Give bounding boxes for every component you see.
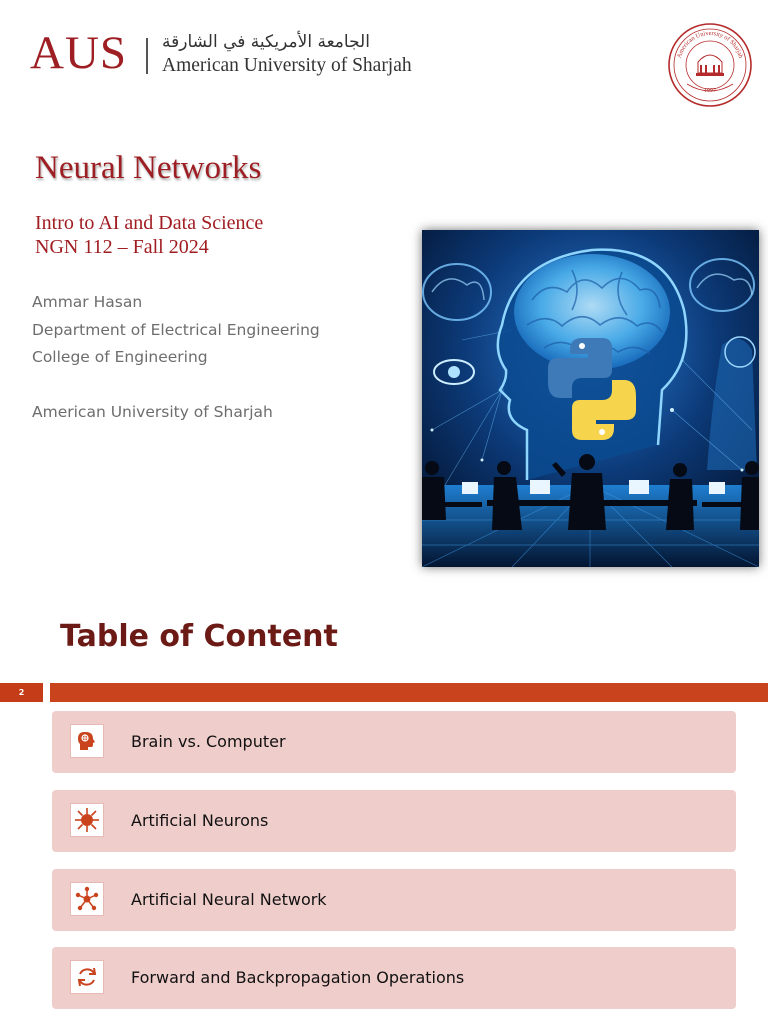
author-info: Ammar Hasan Department of Electrical Eng… xyxy=(32,289,320,426)
neuron-icon xyxy=(70,803,104,837)
university-seal: American University of Sharjah 1997 xyxy=(668,23,752,107)
toc-title: Table of Content xyxy=(60,619,338,654)
toc-item-forward-backpropagation[interactable]: Forward and Backpropagation Operations xyxy=(52,947,736,1009)
cycle-arrows-icon xyxy=(70,960,104,994)
python-logo xyxy=(548,338,636,440)
toc-item-label: Brain vs. Computer xyxy=(131,732,286,751)
toc-item-label: Artificial Neural Network xyxy=(131,890,327,909)
author-name: Ammar Hasan xyxy=(32,293,143,311)
toc-item-label: Artificial Neurons xyxy=(131,811,269,830)
presentation-title: Neural Networks xyxy=(35,150,262,186)
ai-brain-illustration xyxy=(422,230,759,567)
toc-item-brain-vs-computer[interactable]: Brain vs. Computer xyxy=(52,711,736,773)
brain-head-icon xyxy=(70,724,104,758)
university-name-english: American University of Sharjah xyxy=(162,55,412,76)
course-name: Intro to AI and Data Science xyxy=(35,212,264,234)
author-university: American University of Sharjah xyxy=(32,402,273,421)
toc-item-label: Forward and Backpropagation Operations xyxy=(131,968,465,987)
slide-number: 2 xyxy=(0,683,43,702)
course-code-term: NGN 112 – Fall 2024 xyxy=(35,236,209,258)
toc-item-artificial-neural-network[interactable]: Artificial Neural Network xyxy=(52,869,736,931)
accent-bar xyxy=(50,683,768,702)
course-info: Intro to AI and Data Science NGN 112 – F… xyxy=(35,211,263,259)
university-name-arabic: الجامعة الأمريكية في الشارقة xyxy=(162,32,370,52)
author-college: College of Engineering xyxy=(32,348,208,366)
author-department: Department of Electrical Engineering xyxy=(32,320,320,339)
header-divider xyxy=(146,38,148,74)
seal-year: 1997 xyxy=(704,88,716,94)
network-icon xyxy=(70,882,104,916)
aus-logo-text: AUS xyxy=(30,27,128,79)
toc-item-artificial-neurons[interactable]: Artificial Neurons xyxy=(52,790,736,852)
